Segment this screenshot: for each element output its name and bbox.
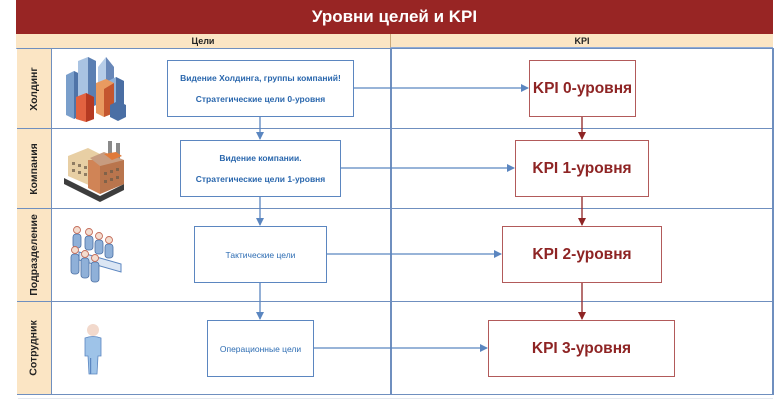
lane-label: Подразделение [28,214,41,296]
kpi-box-level-0[interactable]: KPI 0-уровня [529,60,636,117]
goal-box-level-2[interactable]: Тактические цели [194,226,327,283]
goal-strategic-text: Стратегические цели 1-уровня [195,174,326,184]
goal-strategic-text: Стратегические цели 0-уровня [195,94,326,104]
kpi-label: KPI 3-уровня [531,339,632,357]
lane-divider [17,127,773,129]
title-text: Уровни целей и KPI [311,7,478,26]
kpi-label: KPI 2-уровня [532,245,632,263]
lane-department: Подразделение [17,209,52,301]
lane-divider [17,47,773,49]
lane-label: Холдинг [28,66,40,111]
goal-vision-text: Видение Холдинга, группы компаний! [180,73,341,83]
column-goals-label: Цели [191,36,215,46]
lane-company: Компания [17,129,52,208]
factory-icon [64,141,124,202]
kpi-box-level-1[interactable]: KPI 1-уровня [515,140,649,197]
goal-tactical-text: Тактические цели [225,249,296,260]
goal-vision-text: Видение компании. [219,153,302,163]
kpi-box-level-2[interactable]: KPI 2-уровня [502,226,662,283]
lane-employee: Сотрудник [17,302,52,394]
lane-divider [17,207,773,209]
column-header-kpi: KPI [390,34,773,48]
column-kpi-label: KPI [574,35,590,46]
city-buildings-icon [66,57,126,122]
kpi-box-level-3[interactable]: KPI 3-уровня [488,320,675,377]
lane-label: Компания [28,142,40,195]
lane-label: Сотрудник [28,320,41,376]
column-divider [390,48,392,395]
lane-holding: Холдинг [17,49,52,128]
diagram-title: Уровни целей и KPI [16,0,773,34]
person-icon [84,324,102,375]
right-border [772,48,774,395]
goal-box-level-0[interactable]: Видение Холдинга, группы компаний! Страт… [167,60,354,117]
kpi-label: KPI 1-уровня [532,159,632,177]
lane-divider [17,300,773,302]
goal-box-level-3[interactable]: Операционные цели [207,320,314,377]
goal-operational-text: Операционные цели [219,343,302,354]
goal-box-level-1[interactable]: Видение компании. Стратегические цели 1-… [180,140,341,197]
kpi-label: KPI 0-уровня [532,79,633,97]
lane-divider [17,393,773,395]
meeting-team-icon [70,226,122,283]
bottom-shadow [18,398,773,399]
